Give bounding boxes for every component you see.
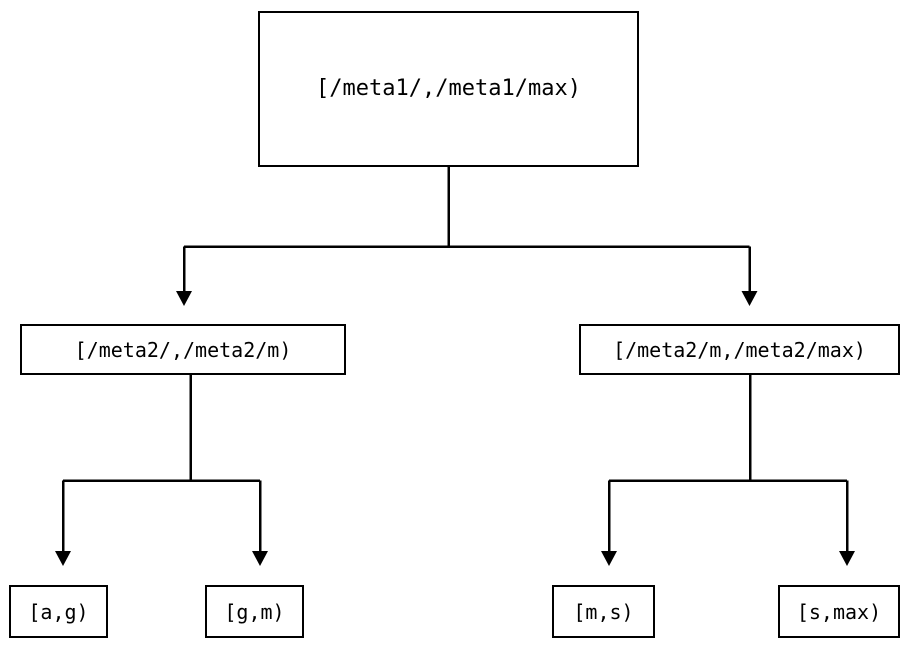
tree-node-leaf-label: [a,g): [28, 599, 89, 624]
arrowhead-to-leaf-1: [252, 551, 268, 566]
arrowhead-to-leaf-0: [55, 551, 71, 566]
tree-node-leaf-label: [g,m): [224, 599, 285, 624]
tree-node-mid-left-label: [/meta2/,/meta2/m): [74, 337, 292, 362]
tree-node-mid-right[interactable]: [/meta2/m,/meta2/max): [579, 324, 900, 375]
arrowhead-to-mid-right: [741, 291, 758, 306]
tree-node-leaf[interactable]: [a,g): [9, 585, 108, 638]
arrowhead-to-leaf-3: [839, 551, 855, 566]
arrowhead-to-leaf-2: [601, 551, 617, 566]
tree-node-leaf[interactable]: [g,m): [205, 585, 304, 638]
tree-node-root[interactable]: [/meta1/,/meta1/max): [258, 11, 639, 167]
tree-node-mid-left[interactable]: [/meta2/,/meta2/m): [20, 324, 346, 375]
tree-node-mid-right-label: [/meta2/m,/meta2/max): [613, 337, 866, 362]
tree-node-leaf[interactable]: [m,s): [552, 585, 655, 638]
tree-node-root-label: [/meta1/,/meta1/max): [316, 76, 581, 101]
tree-node-leaf-label: [m,s): [573, 599, 634, 624]
arrowhead-to-mid-left: [176, 291, 192, 306]
tree-node-leaf-label: [s,max): [796, 599, 882, 624]
tree-node-leaf[interactable]: [s,max): [778, 585, 900, 638]
